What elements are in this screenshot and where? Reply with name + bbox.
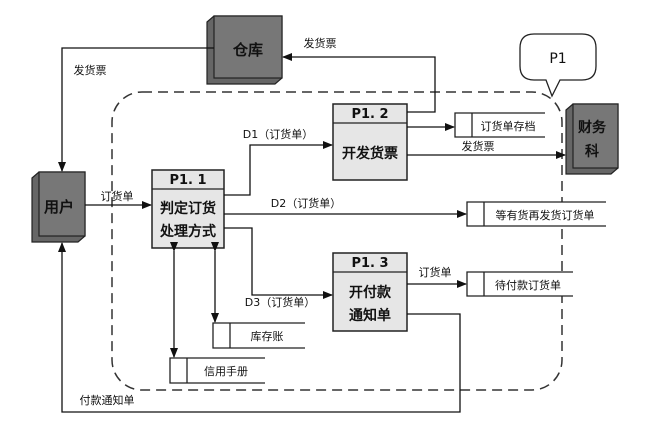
p1-1-id: P1. 1 <box>169 173 206 188</box>
store-order-archive-label: 订货单存档 <box>481 119 536 133</box>
store-await-payment-label: 待付款订货单 <box>495 278 561 292</box>
flow-invoice-to-user <box>58 47 214 172</box>
warehouse-label: 仓库 <box>232 41 263 59</box>
label-d3: D3（订货单） <box>245 295 315 309</box>
label-d1: D1（订货单） <box>243 127 313 141</box>
p1-boundary <box>111 91 563 391</box>
p1-1-name-line2: 处理方式 <box>159 223 216 240</box>
p1-3-name-line2: 通知单 <box>349 307 391 324</box>
p1-1-name-line1: 判定订货 <box>160 200 216 217</box>
p1-2-name: 开发货票 <box>342 145 398 162</box>
label-invoice-to-warehouse: 发货票 <box>304 36 337 50</box>
flow-d1 <box>224 141 333 196</box>
p1-bubble: P1 <box>519 33 597 98</box>
flow-invoice-to-warehouse <box>282 53 436 113</box>
label-d2: D2（订货单） <box>271 196 341 210</box>
process-p1-3: P1. 3 开付款 通知单 <box>332 252 408 332</box>
entity-warehouse: 仓库 <box>206 15 283 85</box>
store-backorder: 等有货再发货订货单 <box>466 201 606 227</box>
flow-payment-notice <box>58 242 461 413</box>
finance-label-line2: 科 <box>585 143 599 160</box>
store-backorder-label: 等有货再发货订货单 <box>496 208 595 222</box>
label-invoice-to-finance: 发货票 <box>462 139 495 153</box>
store-inventory-label: 库存账 <box>251 329 284 343</box>
store-credit-label: 信用手册 <box>204 364 248 378</box>
store-credit: 信用手册 <box>169 357 265 384</box>
process-p1-1: P1. 1 判定订货 处理方式 <box>151 169 225 249</box>
entity-user: 用户 <box>31 171 86 243</box>
process-p1-2: P1. 2 开发货票 <box>332 103 408 181</box>
p1-bubble-label: P1 <box>549 51 566 67</box>
p1-3-name-line1: 开付款 <box>349 284 392 301</box>
p1-3-id: P1. 3 <box>351 256 388 271</box>
p1-2-id: P1. 2 <box>351 107 388 122</box>
store-inventory: 库存账 <box>212 322 305 349</box>
entity-finance: 财务 科 <box>565 103 619 175</box>
store-await-payment: 待付款订货单 <box>466 271 573 297</box>
label-order-to-await: 订货单 <box>419 265 452 279</box>
user-label: 用户 <box>44 198 74 216</box>
label-payment-notice: 付款通知单 <box>80 393 135 407</box>
finance-label-line1: 财务 <box>577 119 607 136</box>
label-invoice-to-user: 发货票 <box>74 63 107 77</box>
store-order-archive: 订货单存档 <box>454 112 545 138</box>
flow-d3 <box>224 227 333 299</box>
label-order-in: 订货单 <box>101 189 134 203</box>
